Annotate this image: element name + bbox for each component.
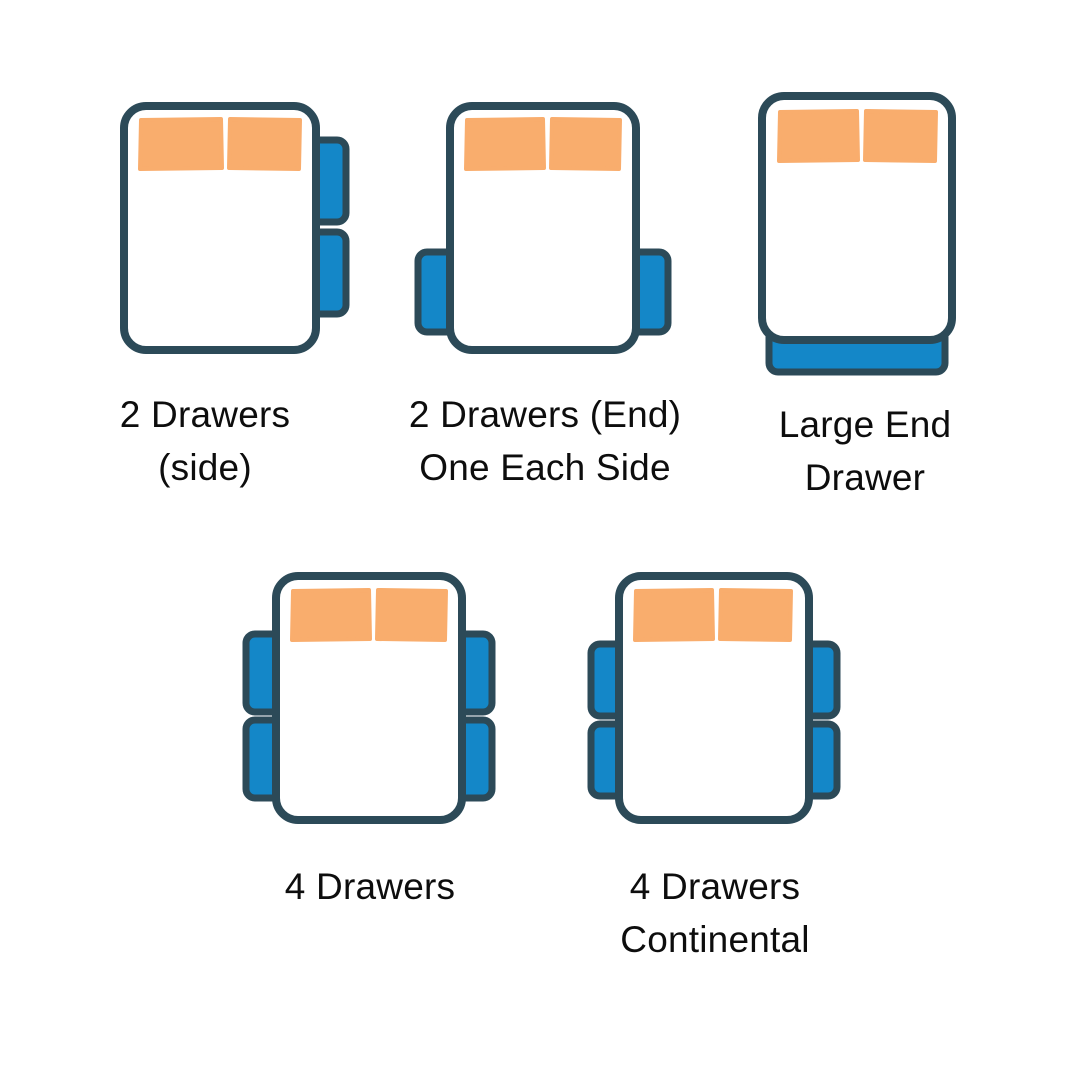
bed-option-four-drawers[interactable] bbox=[240, 562, 498, 834]
bed-option-large-end-drawer[interactable] bbox=[752, 82, 962, 378]
bed-diagram-four-drawers-continental bbox=[587, 572, 841, 824]
bed-label-two-drawers-side: 2 Drawers (side) bbox=[119, 394, 291, 489]
pillow-right bbox=[863, 109, 938, 163]
bed-option-four-drawers-continental[interactable] bbox=[585, 562, 843, 834]
pillow-left bbox=[464, 117, 546, 171]
bed-diagram-large-end-drawer bbox=[758, 92, 956, 376]
bed-diagram-two-drawers-side bbox=[120, 102, 350, 354]
bed-label-two-drawers-end: 2 Drawers (End) One Each Side bbox=[408, 394, 682, 489]
bed-label-four-drawers-continental: 4 Drawers Continental bbox=[620, 866, 810, 961]
pillow-left bbox=[633, 588, 715, 642]
pillow-left bbox=[138, 117, 224, 171]
bed-diagram-two-drawers-end bbox=[414, 102, 672, 354]
pillow-right bbox=[375, 588, 448, 642]
pillow-right bbox=[718, 588, 793, 642]
pillow-left bbox=[777, 109, 860, 163]
bed-option-two-drawers-side[interactable] bbox=[110, 92, 360, 364]
pillow-right bbox=[549, 117, 622, 171]
bed-label-large-end-drawer: Large End Drawer bbox=[778, 404, 952, 499]
bed-option-two-drawers-end[interactable] bbox=[412, 92, 674, 364]
pillow-left bbox=[290, 588, 372, 642]
bed-diagram-four-drawers bbox=[242, 572, 496, 824]
bed-label-four-drawers: 4 Drawers bbox=[284, 866, 456, 907]
pillow-right bbox=[227, 117, 302, 171]
